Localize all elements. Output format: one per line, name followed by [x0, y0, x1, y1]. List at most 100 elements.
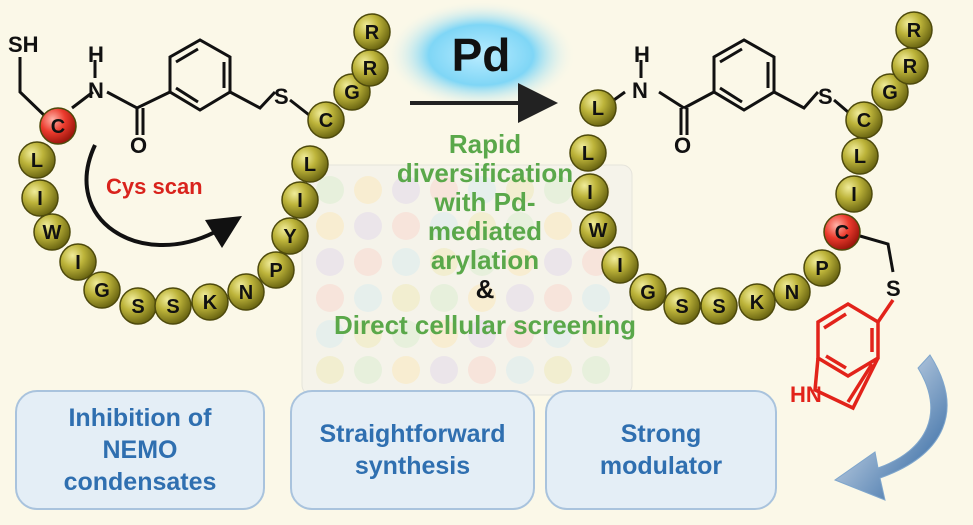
well — [544, 248, 572, 276]
right-peptide-bead-letter: R — [903, 56, 918, 78]
right-peptide-bead-letter: I — [587, 182, 593, 204]
well — [430, 212, 458, 240]
right-peptide-bead — [601, 246, 639, 284]
well — [430, 320, 458, 348]
well — [316, 212, 344, 240]
right-peptide-bead — [579, 89, 617, 127]
left-peptide-bead — [257, 251, 295, 289]
left-peptide-bead-letter: W — [43, 222, 62, 244]
right-peptide-bead-letter: P — [815, 258, 828, 280]
right-peptide-bead — [871, 73, 909, 111]
left-peptide-bead-letter: I — [75, 252, 81, 274]
well — [392, 284, 420, 312]
well — [354, 284, 382, 312]
left-peptide-bead-letter: S — [131, 296, 144, 318]
right-peptide-bead — [738, 283, 776, 321]
well-plate — [301, 164, 633, 396]
right-peptide-bead-letter: C — [857, 110, 871, 132]
left-peptide-bead-letter: I — [297, 190, 303, 212]
well — [354, 356, 382, 384]
right-peptide-bead — [895, 11, 933, 49]
right-peptide-bead — [663, 287, 701, 325]
pd-glow — [386, 0, 576, 110]
well — [582, 356, 610, 384]
left-peptide-bead-letter: S — [166, 296, 179, 318]
well — [430, 176, 458, 204]
right-peptide-bead — [803, 249, 841, 287]
center-line-4: mediated — [427, 216, 543, 246]
aryl-s-label: S — [886, 276, 901, 301]
right-peptide-bead-letter: K — [750, 292, 765, 314]
left-peptide-bead-letter: I — [37, 188, 43, 210]
well — [506, 284, 534, 312]
left-peptide-bead — [291, 145, 329, 183]
right-peptide-bead — [845, 101, 883, 139]
left-peptide-bead — [191, 283, 229, 321]
left-peptide-bead-letter: G — [94, 280, 110, 302]
well — [316, 356, 344, 384]
well — [392, 248, 420, 276]
center-line-1: Rapid — [448, 129, 522, 159]
left-peptide-bead — [33, 213, 71, 251]
left-peptide-bead-letter: L — [304, 154, 316, 176]
well — [316, 320, 344, 348]
left-peptide-bead-letter: L — [31, 150, 43, 172]
well — [392, 176, 420, 204]
well — [506, 176, 534, 204]
well — [544, 176, 572, 204]
well — [582, 284, 610, 312]
well — [392, 320, 420, 348]
left-peptide-bead — [21, 179, 59, 217]
well — [354, 176, 382, 204]
right-peptide-bead-letter: G — [882, 82, 898, 104]
well — [430, 248, 458, 276]
benefit-box-modulator: Strong modulator — [545, 390, 777, 510]
right-linker-structure — [599, 38, 895, 273]
center-ampersand: & — [475, 274, 495, 304]
left-peptide-bead-letter: G — [344, 82, 360, 104]
right-peptide-bead-letter: I — [851, 184, 857, 206]
well — [544, 320, 572, 348]
left-linker-structure — [18, 38, 314, 135]
pd-reagent-label: Pd — [451, 29, 511, 81]
right-amide-h-label: H — [634, 42, 650, 67]
center-line-2: diversification — [396, 158, 574, 188]
right-carbonyl-o-label: O — [674, 133, 691, 158]
well — [354, 320, 382, 348]
right-peptide-bead — [835, 175, 873, 213]
center-line-7: Direct cellular screening — [333, 310, 637, 340]
well — [506, 248, 534, 276]
right-peptide-bead-letter: W — [589, 220, 608, 242]
right-peptide-bead-letter: I — [617, 255, 623, 277]
left-peptide-bead-letter: C — [319, 110, 333, 132]
left-peptide-bead — [59, 243, 97, 281]
right-peptide-bead — [700, 287, 738, 325]
right-peptide-bead — [579, 211, 617, 249]
right-peptide-bead-letter: S — [675, 296, 688, 318]
right-peptide-bead-letter: N — [785, 282, 799, 304]
right-peptide-bead-letter: L — [592, 98, 604, 120]
left-peptide-bead — [281, 181, 319, 219]
left-peptide-bead-letter: N — [239, 282, 253, 304]
left-peptide-bead — [39, 107, 77, 145]
benefit-box-synthesis: Straightforward synthesis — [290, 390, 535, 510]
right-peptide-bead — [629, 273, 667, 311]
well — [582, 320, 610, 348]
amide-h-label: H — [88, 42, 104, 67]
right-peptide-bead-letter: S — [712, 296, 725, 318]
indole-structure — [813, 299, 895, 411]
left-peptide-bead — [18, 141, 56, 179]
right-peptide-bead-letter: R — [907, 20, 922, 42]
thioether-s-label: S — [274, 84, 289, 109]
left-peptide-bead — [271, 217, 309, 255]
well — [544, 356, 572, 384]
left-peptide-bead-letter: C — [51, 116, 65, 138]
right-peptide-bead — [571, 173, 609, 211]
well — [316, 176, 344, 204]
well — [316, 284, 344, 312]
curved-blue-arrow — [833, 354, 948, 501]
